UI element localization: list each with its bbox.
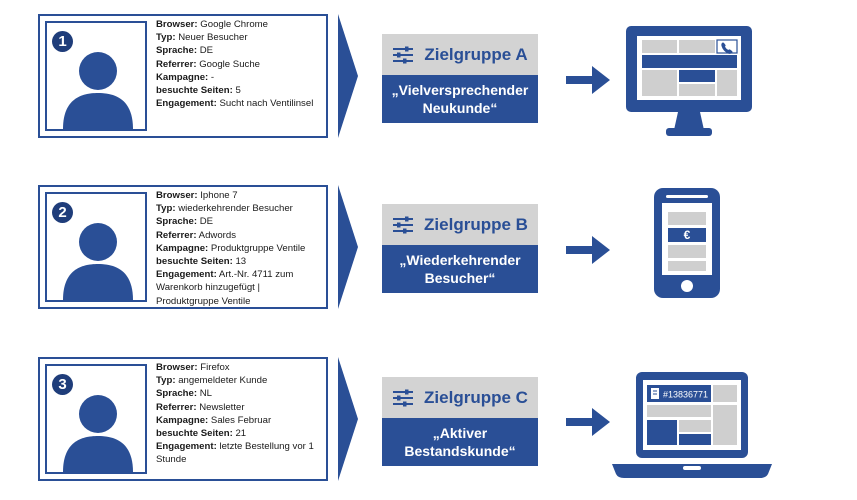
target-group-title: Zielgruppe B (424, 214, 528, 234)
avatar-frame: 3 (45, 364, 147, 474)
avatar-frame: 2 (45, 192, 147, 302)
visitor-card-2: 2 Browser: Iphone 7 Typ: wiederkehrender… (38, 185, 328, 309)
info-row-pages: besuchte Seiten: 5 (156, 85, 241, 97)
target-group-a: Zielgruppe A „Vielversprechender Neukund… (382, 34, 538, 123)
user-avatar-icon (63, 395, 133, 472)
visitor-card-3: 3 Browser: Firefox Typ: angemeldeter Kun… (38, 357, 328, 481)
flow-number-badge: 3 (52, 374, 73, 395)
sliders-icon (393, 46, 414, 63)
info-row-type: Typ: Neuer Besucher (156, 32, 248, 44)
arrow-right-icon (566, 236, 610, 264)
info-row-language: Sprache: NL (156, 388, 212, 400)
info-row-referrer: Referrer: Adwords (156, 229, 236, 241)
target-group-header: Zielgruppe C (382, 377, 538, 418)
info-row-engagement: Engagement: Art.-Nr. 4711 zum Warenkorb … (156, 269, 294, 307)
target-group-label: „Vielversprechender Neukunde“ (382, 75, 538, 123)
target-group-c: Zielgruppe C „Aktiver Bestandskunde“ (382, 377, 538, 466)
info-row-language: Sprache: DE (156, 45, 214, 57)
euro-icon: € (684, 228, 691, 242)
flow-number-badge: 2 (52, 202, 73, 223)
sliders-icon (393, 389, 414, 406)
visitor-info: Browser: Firefox Typ: angemeldeter Kunde… (156, 361, 322, 467)
arrow-right-icon (566, 66, 610, 94)
visitor-card-1: 1 Browser: Google Chrome Typ: Neuer Besu… (38, 14, 328, 138)
sliders-icon (393, 216, 414, 233)
order-number: #13836771 (663, 390, 708, 400)
desktop-monitor-icon (626, 26, 752, 136)
info-row-engagement: Engagement: Sucht nach Ventilinsel (156, 98, 314, 110)
user-avatar-icon (63, 223, 133, 300)
smartphone-icon: € (654, 188, 720, 298)
flow-chevron (338, 357, 358, 481)
flow-number-badge: 1 (52, 31, 73, 52)
info-row-browser: Browser: Google Chrome (156, 19, 268, 30)
info-row-pages: besuchte Seiten: 13 (156, 256, 247, 268)
avatar-frame: 1 (45, 21, 147, 131)
info-row-browser: Browser: Firefox (156, 362, 230, 373)
target-group-label: „Wiederkehrender Besucher“ (382, 245, 538, 293)
info-row-campaign: Kampagne: - (156, 71, 215, 83)
info-row-campaign: Kampagne: Sales Februar (156, 414, 272, 426)
user-avatar-icon (63, 52, 133, 129)
visitor-info: Browser: Google Chrome Typ: Neuer Besuch… (156, 18, 322, 110)
target-group-header: Zielgruppe B (382, 204, 538, 245)
flow-chevron (338, 185, 358, 309)
info-row-type: Typ: angemeldeter Kunde (156, 375, 268, 387)
info-row-engagement: Engagement: letzte Bestellung vor 1 Stun… (156, 441, 314, 466)
info-row-pages: besuchte Seiten: 21 (156, 428, 247, 440)
target-group-title: Zielgruppe C (424, 387, 528, 407)
info-row-browser: Browser: Iphone 7 (156, 190, 238, 201)
target-group-label: „Aktiver Bestandskunde“ (382, 418, 538, 466)
info-row-referrer: Referrer: Newsletter (156, 401, 245, 413)
visitor-info: Browser: Iphone 7 Typ: wiederkehrender B… (156, 189, 322, 308)
target-group-title: Zielgruppe A (424, 44, 528, 64)
info-row-language: Sprache: DE (156, 216, 214, 228)
flow-chevron (338, 14, 358, 138)
info-row-type: Typ: wiederkehrender Besucher (156, 203, 293, 215)
laptop-icon: #13836771 (612, 372, 772, 478)
arrow-right-icon (566, 408, 610, 436)
phone-icon (721, 42, 733, 54)
info-row-campaign: Kampagne: Produktgruppe Ventile (156, 242, 306, 254)
info-row-referrer: Referrer: Google Suche (156, 58, 261, 70)
target-group-header: Zielgruppe A (382, 34, 538, 75)
target-group-b: Zielgruppe B „Wiederkehrender Besucher“ (382, 204, 538, 293)
